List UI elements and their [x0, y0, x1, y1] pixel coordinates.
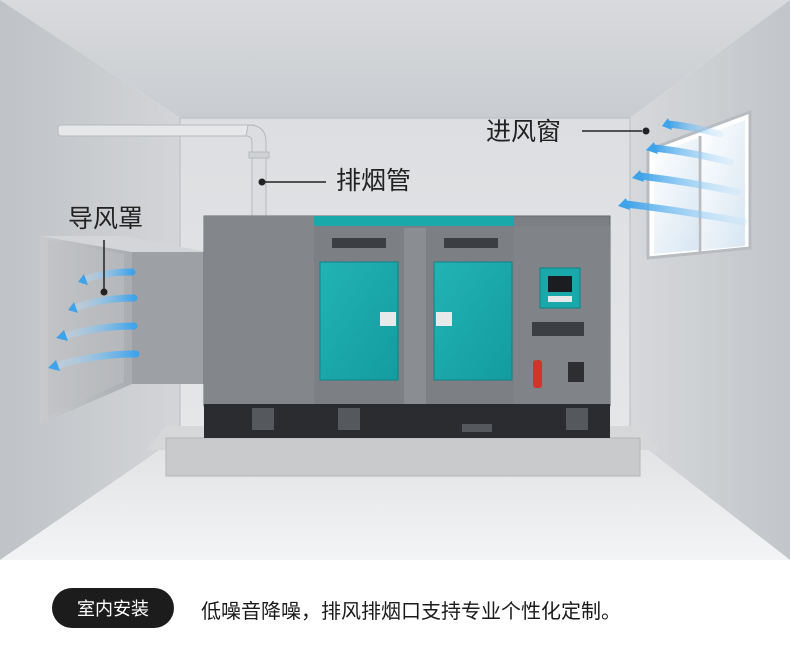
caption-text: 低噪音降噪，排风排烟口支持专业个性化定制。	[201, 599, 621, 623]
installation-badge: 室内安装	[52, 588, 174, 628]
generator-room-illustration	[0, 0, 790, 560]
ceiling	[0, 0, 790, 118]
generator-enclosure	[203, 215, 611, 438]
air-duct-label: 导风罩	[68, 204, 144, 233]
airflow-window	[622, 120, 748, 226]
exhaust-pipe-label: 排烟管	[336, 166, 412, 195]
callout-lines	[103, 130, 642, 290]
fire-extinguisher	[533, 360, 542, 388]
caption-bar: 室内安装 低噪音降噪，排风排烟口支持专业个性化定制。	[0, 560, 790, 664]
exhaust-pipe	[57, 124, 270, 221]
air-intake-window-label: 进风窗	[486, 117, 562, 146]
airflow-duct	[52, 268, 140, 370]
